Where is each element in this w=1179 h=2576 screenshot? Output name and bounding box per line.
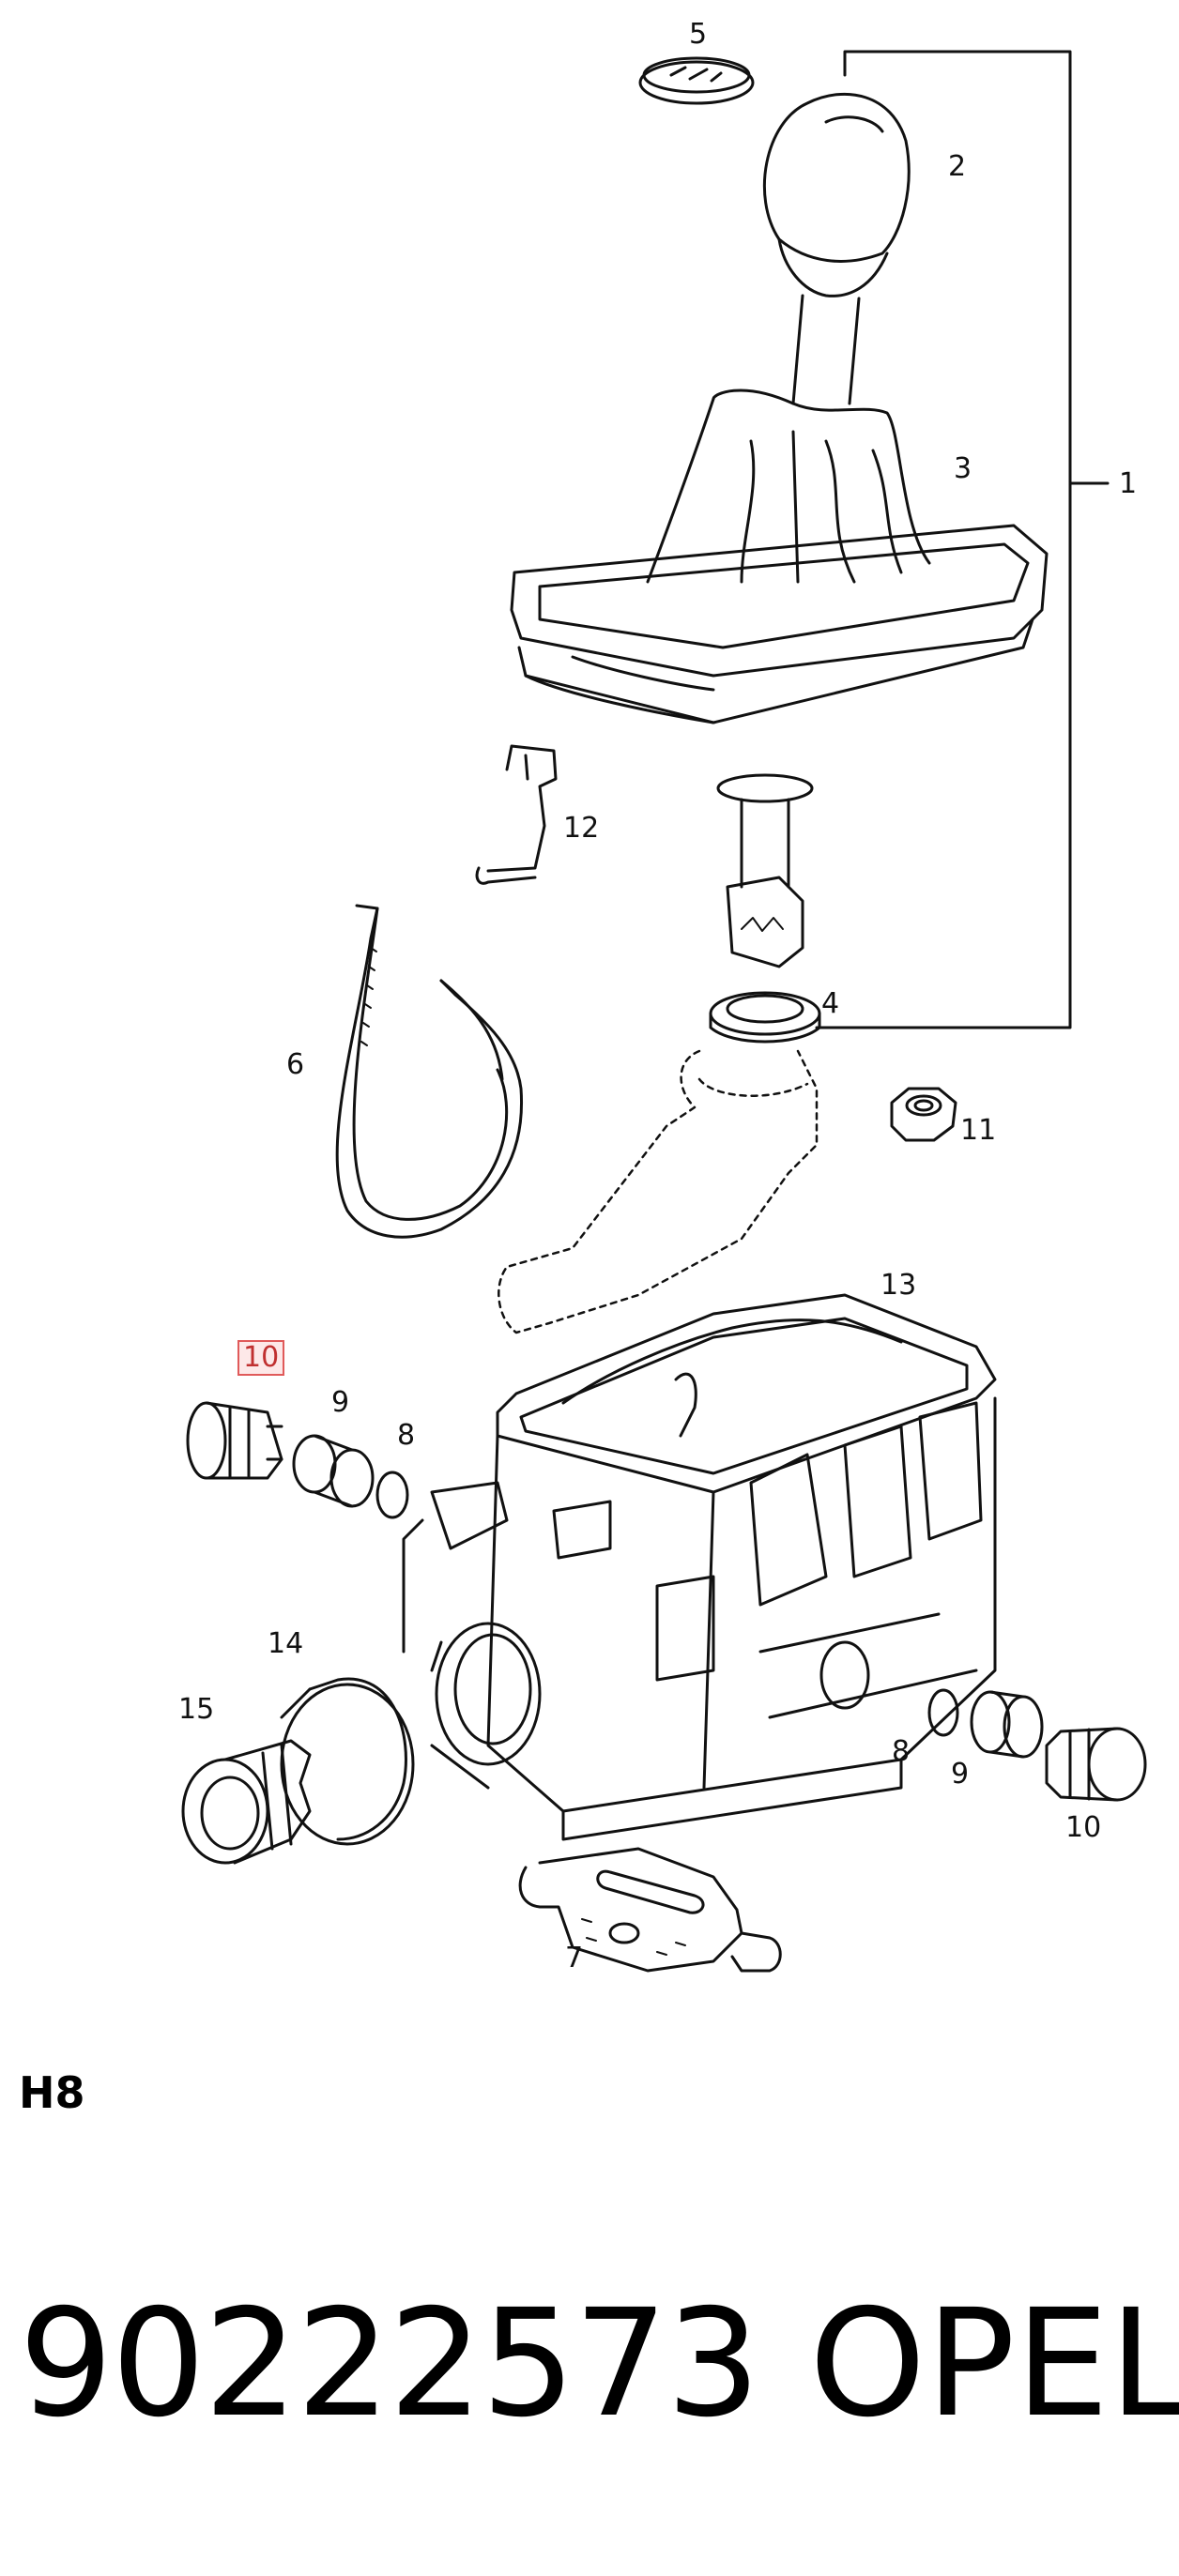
part-13-housing [402,1293,997,1841]
part-5-cap [638,56,755,105]
part-11-nut [890,1087,957,1142]
part-10-cap-left [186,1401,283,1480]
callout-9-left: 9 [331,1386,350,1419]
callout-5: 5 [689,18,708,51]
lever-housing-ghost [498,1049,819,1334]
parts-diagram: 5 2 1 3 12 6 4 11 13 10 9 8 14 15 8 9 10… [178,18,1147,1974]
brand-name: OPEL [809,2278,1179,2450]
callout-8-left: 8 [397,1419,416,1452]
callout-15: 15 [178,1693,215,1726]
part-8-ring-right [927,1688,959,1737]
part-2-knob [762,92,911,297]
callout-8-right: 8 [892,1735,911,1768]
callout-4: 4 [821,987,840,1020]
shift-lever-shaft [791,294,861,405]
part-7-shift-link [518,1847,782,1973]
callout-13: 13 [880,1269,917,1302]
callout-14: 14 [268,1627,304,1660]
part-10-cap-right [1045,1727,1147,1802]
callout-6: 6 [286,1048,305,1081]
part-12-clip [475,744,558,885]
callout-10-right: 10 [1065,1811,1102,1844]
part-number: 90222573 [19,2278,760,2450]
section-code: H8 [19,2067,85,2118]
part-9-bush-right [970,1690,1044,1759]
part-15-boot [181,1739,312,1865]
lever-lower-shaft [716,773,814,968]
assembly-bracket [815,50,1110,1029]
callout-10-highlighted[interactable]: 10 [237,1340,285,1376]
callout-7: 7 [565,1942,584,1974]
part-9-bush-left [292,1434,375,1508]
callout-3: 3 [954,452,972,485]
callout-9-right: 9 [951,1758,970,1791]
callout-2: 2 [948,150,967,183]
callout-11: 11 [960,1114,997,1147]
exploded-view-drawing [181,50,1147,1973]
part-8-ring-left [375,1471,409,1519]
callout-12: 12 [563,812,600,845]
part-14-collar [280,1677,415,1846]
callout-1: 1 [1119,467,1138,500]
part-4-ring [709,991,821,1044]
part-6-strap [335,904,524,1239]
part-3-boot [510,389,1049,724]
